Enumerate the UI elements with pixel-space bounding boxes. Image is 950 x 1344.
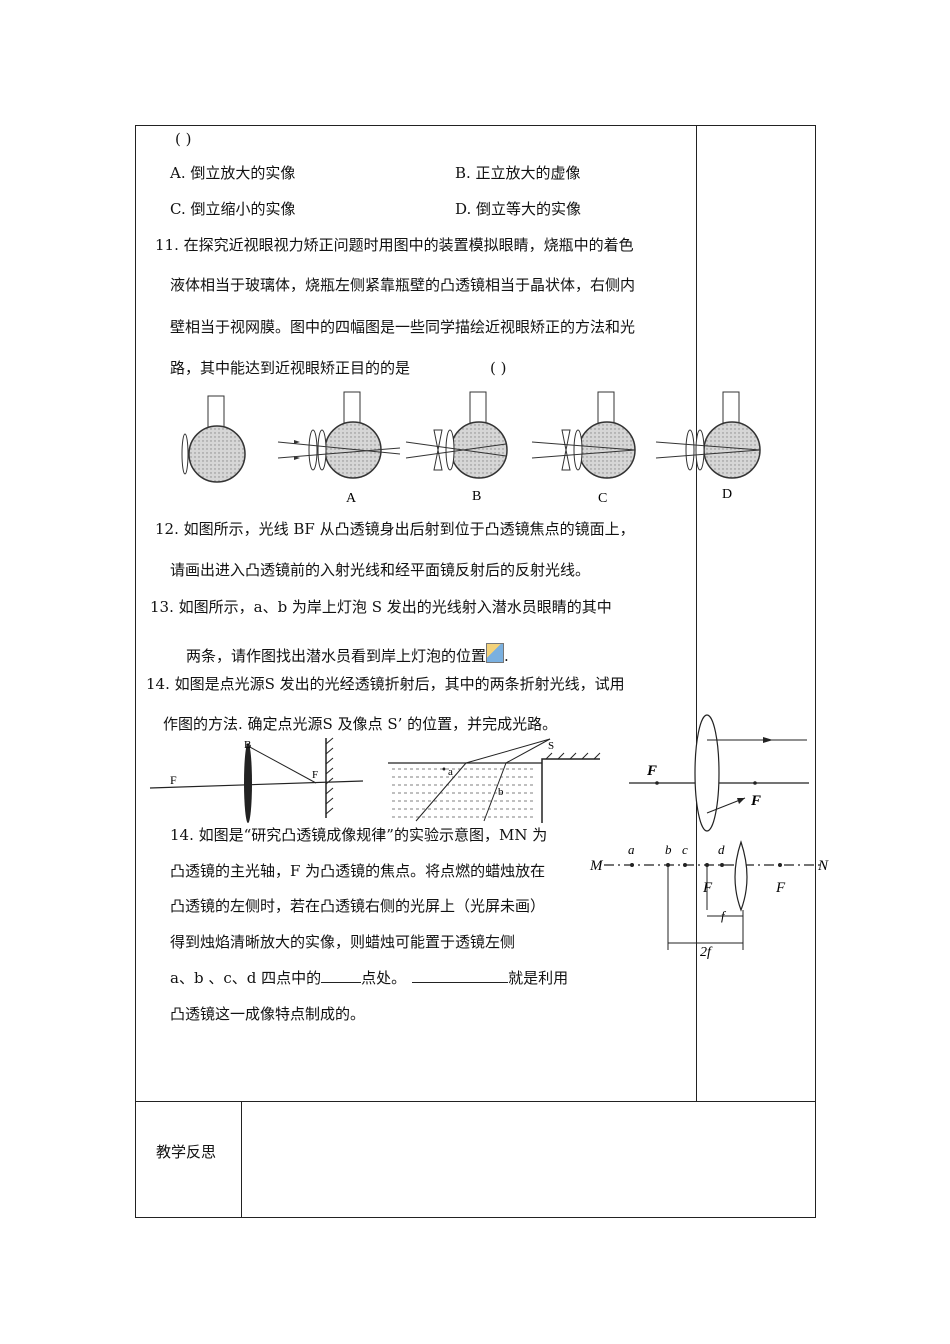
flask-d — [655, 391, 761, 479]
q14b-line-5a: a、b 、c、d 四点中的 — [170, 969, 322, 987]
q14b-line-5b: 点处。 — [361, 969, 407, 987]
fig12-lens-mirror: F B F — [149, 737, 364, 823]
flask-model — [181, 395, 246, 483]
q13-line-2-text: 两条，请作图找出潜水员看到岸上灯泡的位置 — [186, 647, 487, 665]
q14a-line-2: 作图的方法. 确定点光源S 及像点 S’ 的位置，并完成光路。 — [163, 715, 558, 733]
fig14b-label-d: d — [718, 842, 725, 857]
fig14b-label-a: a — [628, 842, 635, 857]
q14b-blank-1[interactable] — [321, 982, 362, 983]
fig14b-label-2f: 2f — [700, 945, 713, 960]
footer-divider — [241, 1101, 242, 1217]
fig14a-lens-rays: F F — [629, 714, 809, 832]
fig14a-label-f1: F — [646, 763, 657, 779]
q13-line-2-end: . — [504, 647, 509, 665]
fig13-label-s: S — [548, 740, 554, 752]
fig14b-label-f1: F — [702, 880, 713, 896]
fig13-label-b: b — [498, 786, 504, 798]
q14b-line-3: 凸透镜的左侧时，若在凸透镜右侧的光屏上（光屏未画） — [170, 897, 546, 915]
fig12-label-f2: F — [312, 769, 318, 781]
q14b-line-5c: 就是利用 — [508, 969, 569, 987]
flask-b — [405, 391, 508, 479]
q14b-blank-2[interactable] — [412, 982, 509, 983]
q14b-line-6: 凸透镜这一成像特点制成的。 — [170, 1005, 366, 1023]
fig14b-label-m: M — [589, 858, 604, 874]
fig14b-label-b: b — [665, 842, 672, 857]
flask-a — [277, 391, 401, 479]
fig13-label-a: a — [448, 766, 453, 778]
q12-line-1: 12. 如图所示，光线 BF 从凸透镜身出后射到位于凸透镜焦点的镜面上， — [155, 520, 635, 538]
q14b-line-4: 得到烛焰清晰放大的实像，则蜡烛可能置于透镜左侧 — [170, 933, 516, 951]
q14a-line-1: 14. 如图是点光源S 发出的光经透镜折射后，其中的两条折射光线，试用 — [146, 675, 625, 693]
fig14b-label-n: N — [817, 858, 829, 874]
q14b-line-5: a、b 、c、d 四点中的 点处。 就是利用 — [170, 971, 568, 986]
q11-line-4: 路，其中能达到近视眼矫正目的的是 — [170, 359, 411, 377]
q13-line-1: 13. 如图所示，a、b 为岸上灯泡 S 发出的光线射入潜水员眼睛的其中 — [150, 598, 612, 616]
q11-line-2: 液体相当于玻璃体，烧瓶左侧紧靠瓶壁的凸透镜相当于晶状体，右侧内 — [170, 276, 636, 294]
fig14b-label-f2: F — [775, 880, 786, 896]
flask-label-a: A — [346, 491, 357, 506]
flask-label-b: B — [472, 489, 481, 504]
row-divider — [135, 1101, 816, 1102]
frame-left — [135, 125, 136, 1218]
fig13-water-diver: S a b — [388, 738, 601, 823]
frame-bottom — [135, 1217, 816, 1218]
q11-line-1: 11. 在探究近视眼视力矫正问题时用图中的装置模拟眼睛，烧瓶中的着色 — [155, 236, 634, 254]
q12-line-2: 请画出进入凸透镜前的入射光线和经平面镜反射后的反射光线。 — [170, 561, 591, 579]
fig14b-axis-diagram: M N a b c d F F f 2f — [589, 840, 829, 960]
fig14b-label-f: f — [721, 908, 727, 923]
fig12-label-b: B — [244, 739, 251, 751]
broken-image-icon — [486, 643, 505, 663]
footer-label: 教学反思 — [156, 1143, 217, 1161]
fig14b-label-c: c — [682, 842, 688, 857]
flask-label-d: D — [722, 487, 732, 502]
q13-line-2: 两条，请作图找出潜水员看到岸上灯泡的位置. — [186, 643, 509, 664]
fig12-label-f: F — [170, 773, 177, 787]
flask-c — [531, 391, 636, 479]
frame-right — [815, 125, 816, 1218]
q11-answer-paren: ( ) — [490, 359, 507, 377]
frame-top — [135, 125, 816, 126]
q14b-line-2: 凸透镜的主光轴，F 为凸透镜的焦点。将点燃的蜡烛放在 — [170, 862, 546, 880]
flask-label-c: C — [598, 491, 607, 506]
q11-line-3: 壁相当于视网膜。图中的四幅图是一些同学描绘近视眼矫正的方法和光 — [170, 318, 636, 336]
q10-answer-paren: ( ) — [175, 130, 192, 148]
q14b-line-1: 14. 如图是“研究凸透镜成像规律”的实验示意图，MN 为 — [170, 826, 548, 844]
fig14a-label-f2: F — [750, 793, 761, 809]
q10-option-d: D. 倒立等大的实像 — [455, 200, 582, 218]
q10-option-b: B. 正立放大的虚像 — [455, 164, 581, 182]
q10-option-c: C. 倒立缩小的实像 — [170, 200, 296, 218]
q11-figure: A B C D — [181, 391, 761, 506]
column-divider — [696, 125, 697, 1101]
q10-option-a: A. 倒立放大的实像 — [170, 164, 296, 182]
